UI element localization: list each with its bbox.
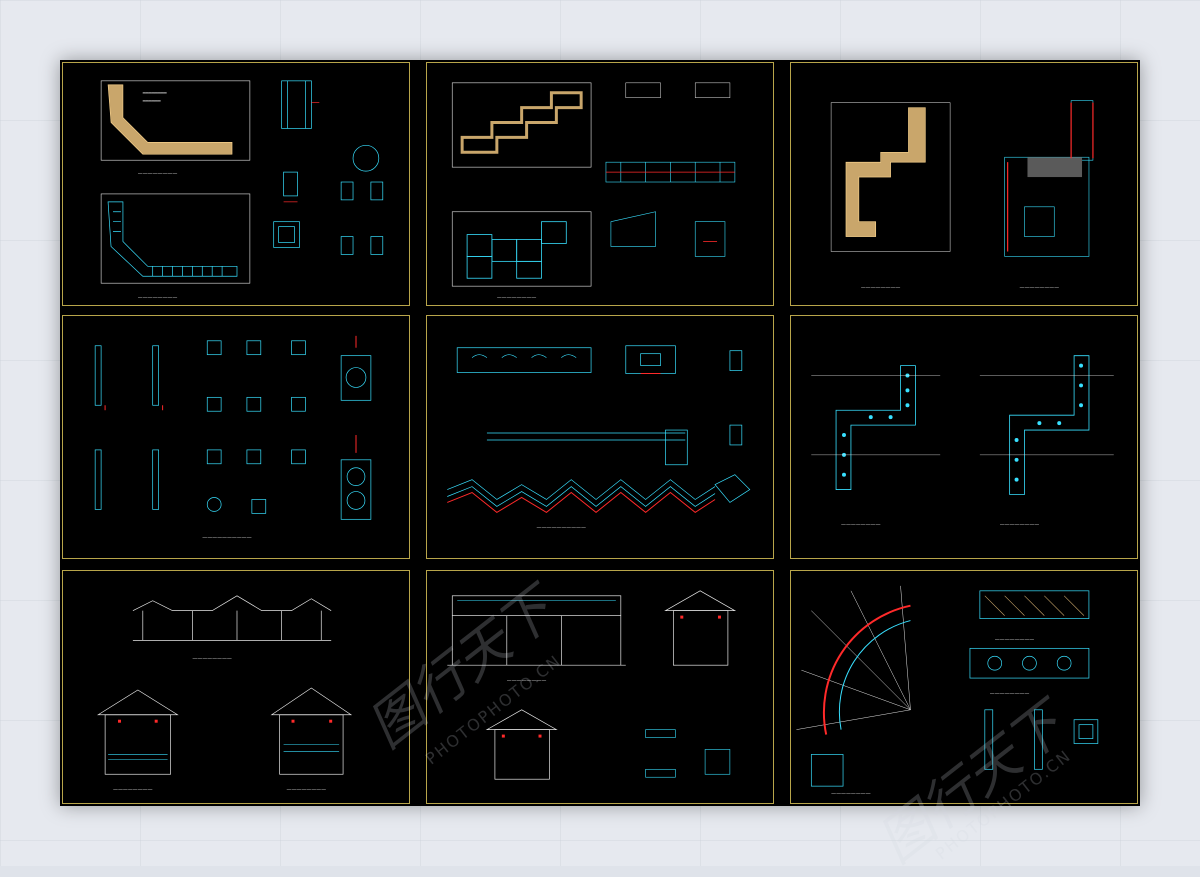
svg-text:————————: ———————— — [138, 295, 178, 301]
svg-text:————————: ———————— — [1000, 522, 1040, 528]
svg-text:————————: ———————— — [1020, 285, 1060, 291]
panel-zigzag-bridge-elevation: —————————— — [426, 315, 774, 559]
column-footing-drawing: —————————— — [94, 335, 372, 541]
panel-pergola-column-layout: ———————— ———————— — [790, 315, 1138, 559]
angled-walkway-drawing: ━━━━━━━━ ━━━━━━ ———————— ———————— — [100, 80, 384, 301]
panel-angled-walkway-plan: ━━━━━━━━ ━━━━━━ ———————— ———————— — [62, 62, 410, 306]
panel-column-footing-details: —————————— — [62, 315, 410, 559]
panel-curved-pergola-plan: ———————— ———————— ———————— — [790, 570, 1138, 804]
svg-text:————————: ———————— — [831, 791, 871, 797]
stepped-deck-drawing: ———————— — [451, 82, 736, 301]
svg-text:——————————: —————————— — [537, 525, 586, 531]
svg-text:━━━━━━: ━━━━━━ — [142, 99, 162, 105]
svg-text:————————: ———————— — [995, 636, 1035, 642]
svg-text:————————: ———————— — [990, 691, 1030, 697]
svg-text:————————: ———————— — [861, 285, 901, 291]
svg-text:————————: ———————— — [841, 522, 881, 528]
svg-text:━━━━━━━━: ━━━━━━━━ — [142, 91, 168, 97]
panel-l-shaped-platform-plan: ———————— ———————— — [790, 62, 1138, 306]
pavilion-elevation-drawing: ———————— ———————— ———————— — [96, 595, 353, 793]
panel-corridor-elevations: ———————— — [426, 570, 774, 804]
curved-pergola-drawing: ———————— ———————— ———————— — [796, 585, 1099, 797]
svg-text:——————————: —————————— — [202, 535, 251, 541]
svg-text:————————: ———————— — [113, 787, 153, 793]
cad-drawing-sheet: ━━━━━━━━ ━━━━━━ ———————— ———————— — [60, 60, 1140, 875]
svg-text:————————: ———————— — [138, 171, 178, 177]
zigzag-bridge-drawing: —————————— — [447, 345, 751, 531]
panel-pavilion-elevations: ———————— ———————— ———————— — [62, 570, 410, 804]
svg-text:————————: ———————— — [507, 678, 547, 684]
panel-stepped-deck-plan: ———————— — [426, 62, 774, 306]
corridor-elevation-drawing: ———————— — [447, 590, 737, 780]
svg-text:————————: ———————— — [497, 295, 537, 301]
svg-text:————————: ———————— — [192, 656, 232, 662]
svg-text:————————: ———————— — [287, 787, 327, 793]
pergola-column-drawing: ———————— ———————— — [811, 355, 1114, 528]
l-shaped-platform-drawing: ———————— ———————— — [830, 100, 1094, 291]
